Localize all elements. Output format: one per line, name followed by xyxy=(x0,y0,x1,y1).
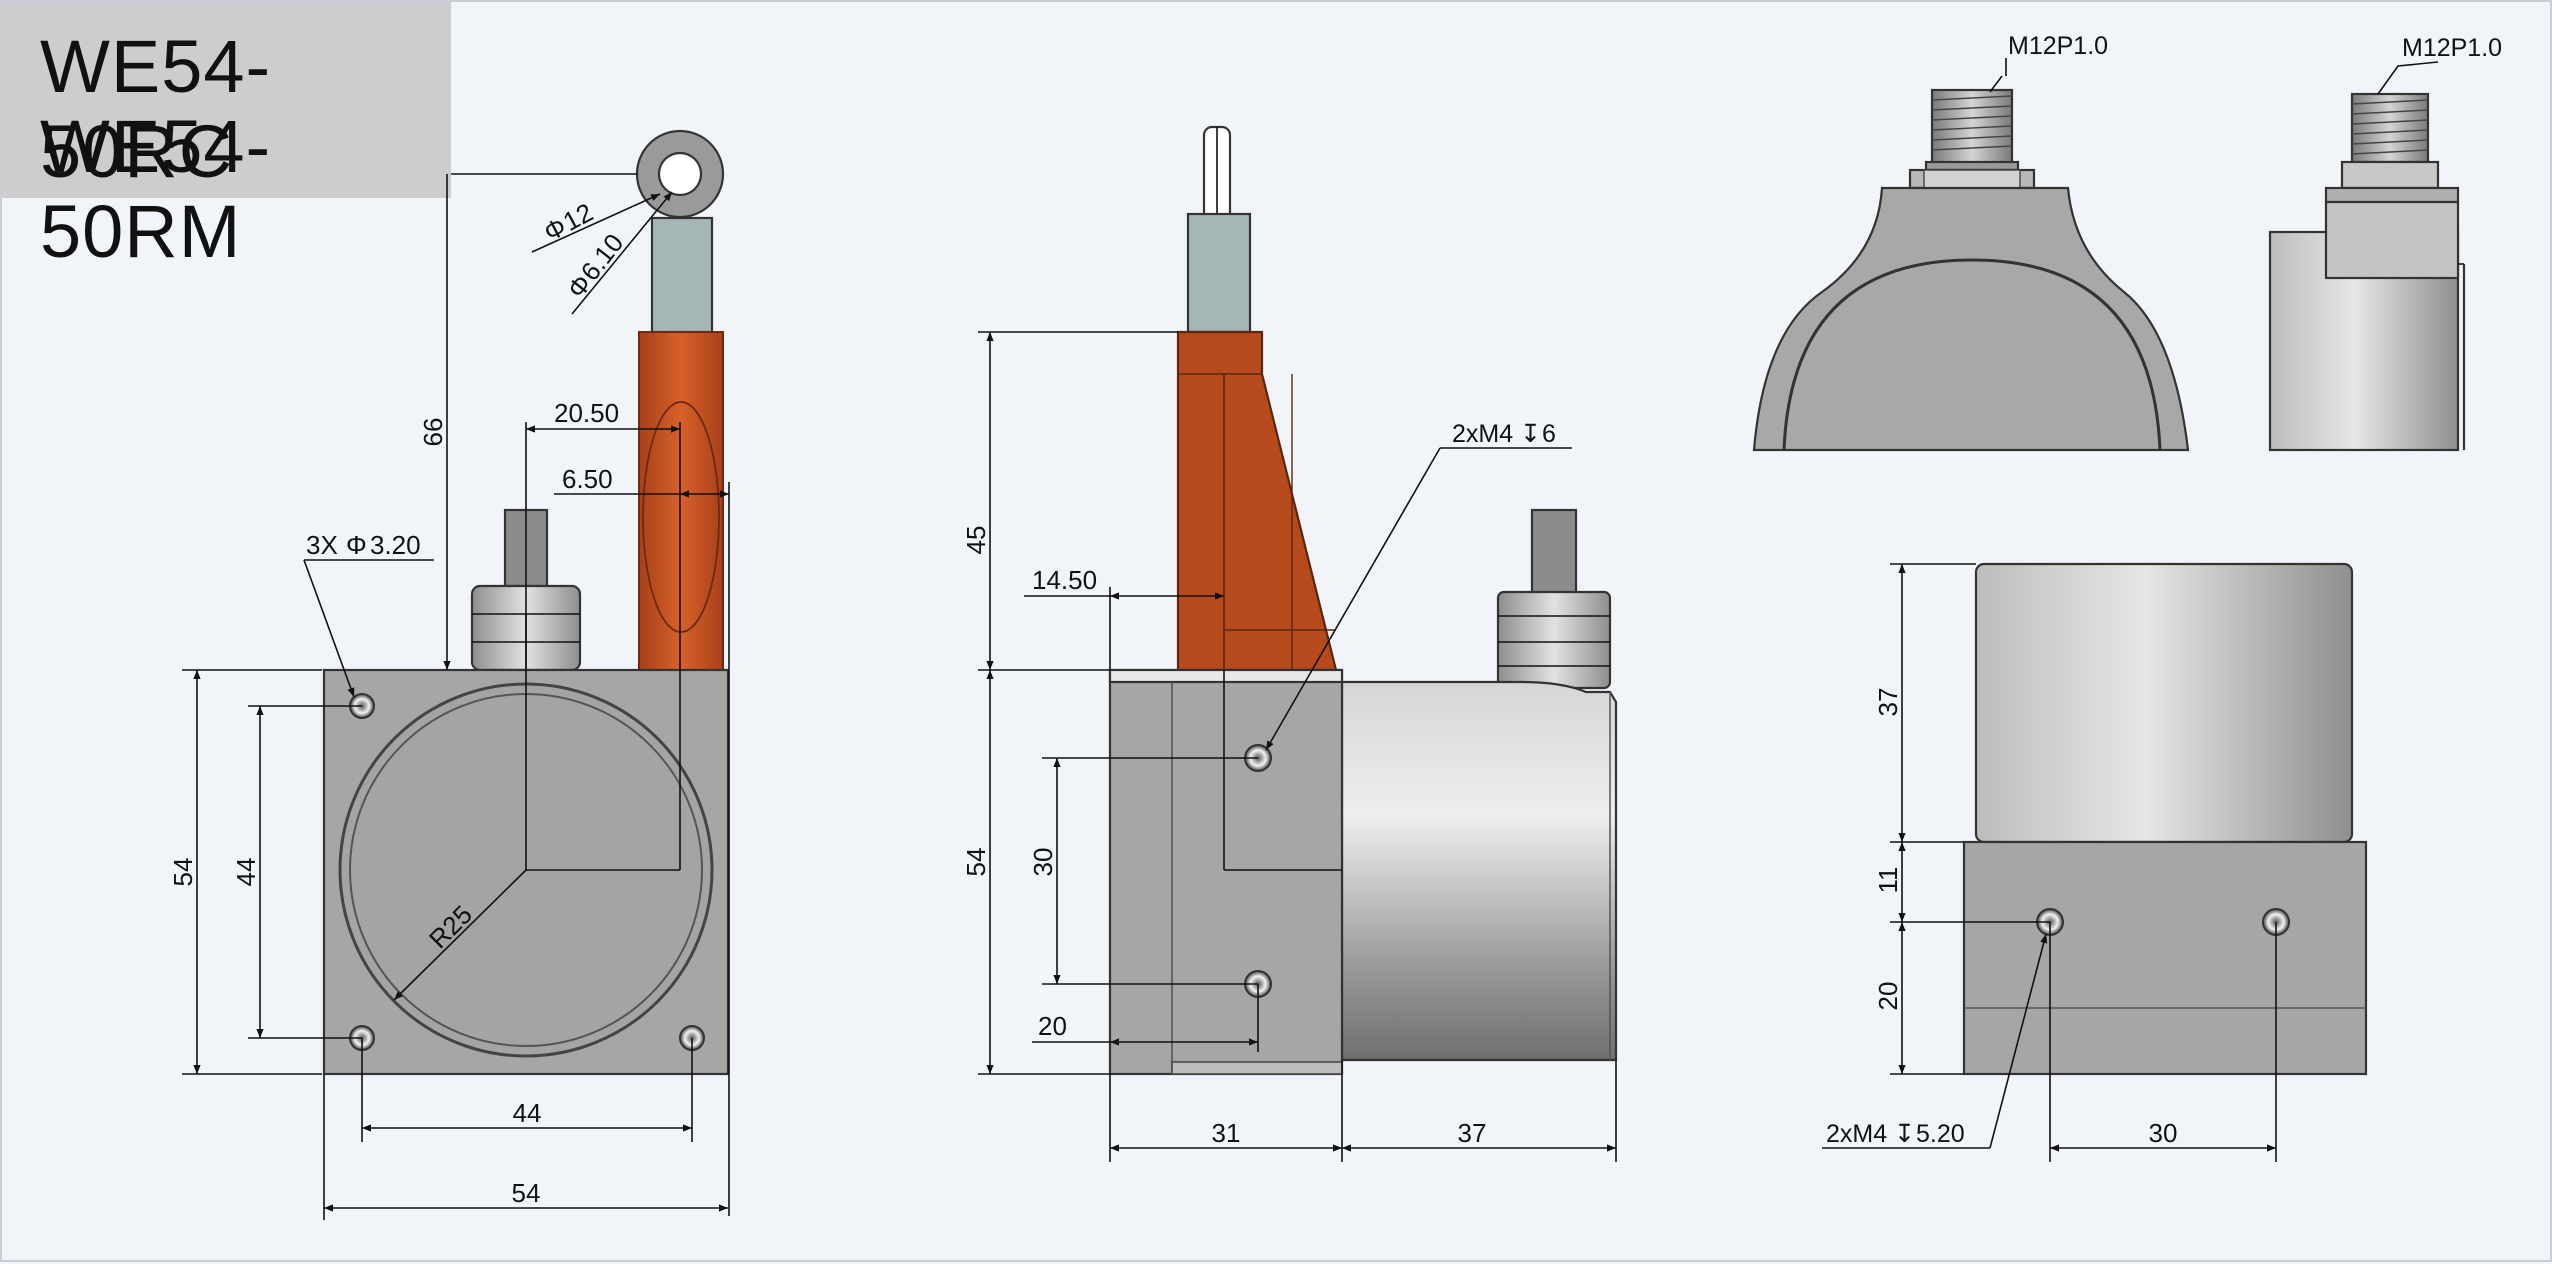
dim-44-width: 44 xyxy=(513,1098,542,1128)
connector-thread-label-left: M12P1.0 xyxy=(2008,32,2108,60)
dim-45: 45 xyxy=(961,526,991,555)
side-view: 45 14.50 2xM4 ↧ 6 54 30 20 xyxy=(961,125,1618,1162)
dim-54-height: 54 xyxy=(168,858,198,887)
dim-side-37: 37 xyxy=(1458,1118,1487,1148)
dim-bottom-30: 30 xyxy=(2149,1118,2178,1148)
svg-text:Φ: Φ xyxy=(346,530,367,560)
side-outlet-bracket xyxy=(1176,330,1338,672)
svg-text:↧: ↧ xyxy=(1520,420,1541,448)
dim-54-width: 54 xyxy=(512,1178,541,1208)
dim-hole-dia: 3.20 xyxy=(370,530,421,560)
dim-holes-count: 3X xyxy=(306,530,338,560)
dim-44-height: 44 xyxy=(231,858,261,887)
title-box: WE54-50RC WE54-50RM xyxy=(2,2,451,273)
bottom-housing xyxy=(1962,840,2368,1076)
bottom-view: 37 11 20 2xM4 ↧ 5.20 30 xyxy=(1822,562,2368,1162)
connector-view-side: M12P1.0 xyxy=(2268,34,2502,452)
dim-6-50: 6.50 xyxy=(562,464,613,494)
dim-bottom-11: 11 xyxy=(1873,867,1903,894)
connector-thread-label-right: M12P1.0 xyxy=(2402,34,2502,62)
dim-20-50: 20.50 xyxy=(554,398,619,428)
front-view: 66 Φ 12 Φ 6.10 20.50 6.50 3X Φ xyxy=(168,129,730,1220)
dim-14-50: 14.50 xyxy=(1032,565,1097,595)
svg-text:↧: ↧ xyxy=(1894,1120,1915,1148)
bottom-thread-label: 2xM4 xyxy=(1826,1120,1887,1148)
model-name-rc: WE54-50RC xyxy=(40,25,272,193)
side-thread-label: 2xM4 xyxy=(1452,420,1513,448)
drum-cylinder xyxy=(1340,680,1618,1062)
dim-66: 66 xyxy=(418,418,448,447)
cable-outlet-block xyxy=(638,331,724,671)
side-housing xyxy=(1108,668,1344,1076)
dim-bottom-20: 20 xyxy=(1873,982,1903,1011)
dim-bottom-37: 37 xyxy=(1873,688,1903,717)
dim-side-30: 30 xyxy=(1028,848,1058,877)
connector-view-front: M12P1.0 xyxy=(1752,32,2190,452)
cable-eye-hole xyxy=(657,151,703,197)
connector-cap-front xyxy=(1752,186,2190,452)
side-cable-gland xyxy=(1496,590,1612,690)
cable xyxy=(650,216,714,334)
dim-side-31: 31 xyxy=(1212,1118,1241,1148)
drum-side xyxy=(1974,562,2354,844)
side-thread-depth: 6 xyxy=(1542,420,1556,448)
side-cable xyxy=(1186,212,1252,334)
bottom-thread-depth: 5.20 xyxy=(1916,1120,1965,1148)
dim-side-20: 20 xyxy=(1038,1011,1067,1041)
model-name-rm: WE54-50RM xyxy=(40,105,272,273)
dim-side-54: 54 xyxy=(961,848,991,877)
